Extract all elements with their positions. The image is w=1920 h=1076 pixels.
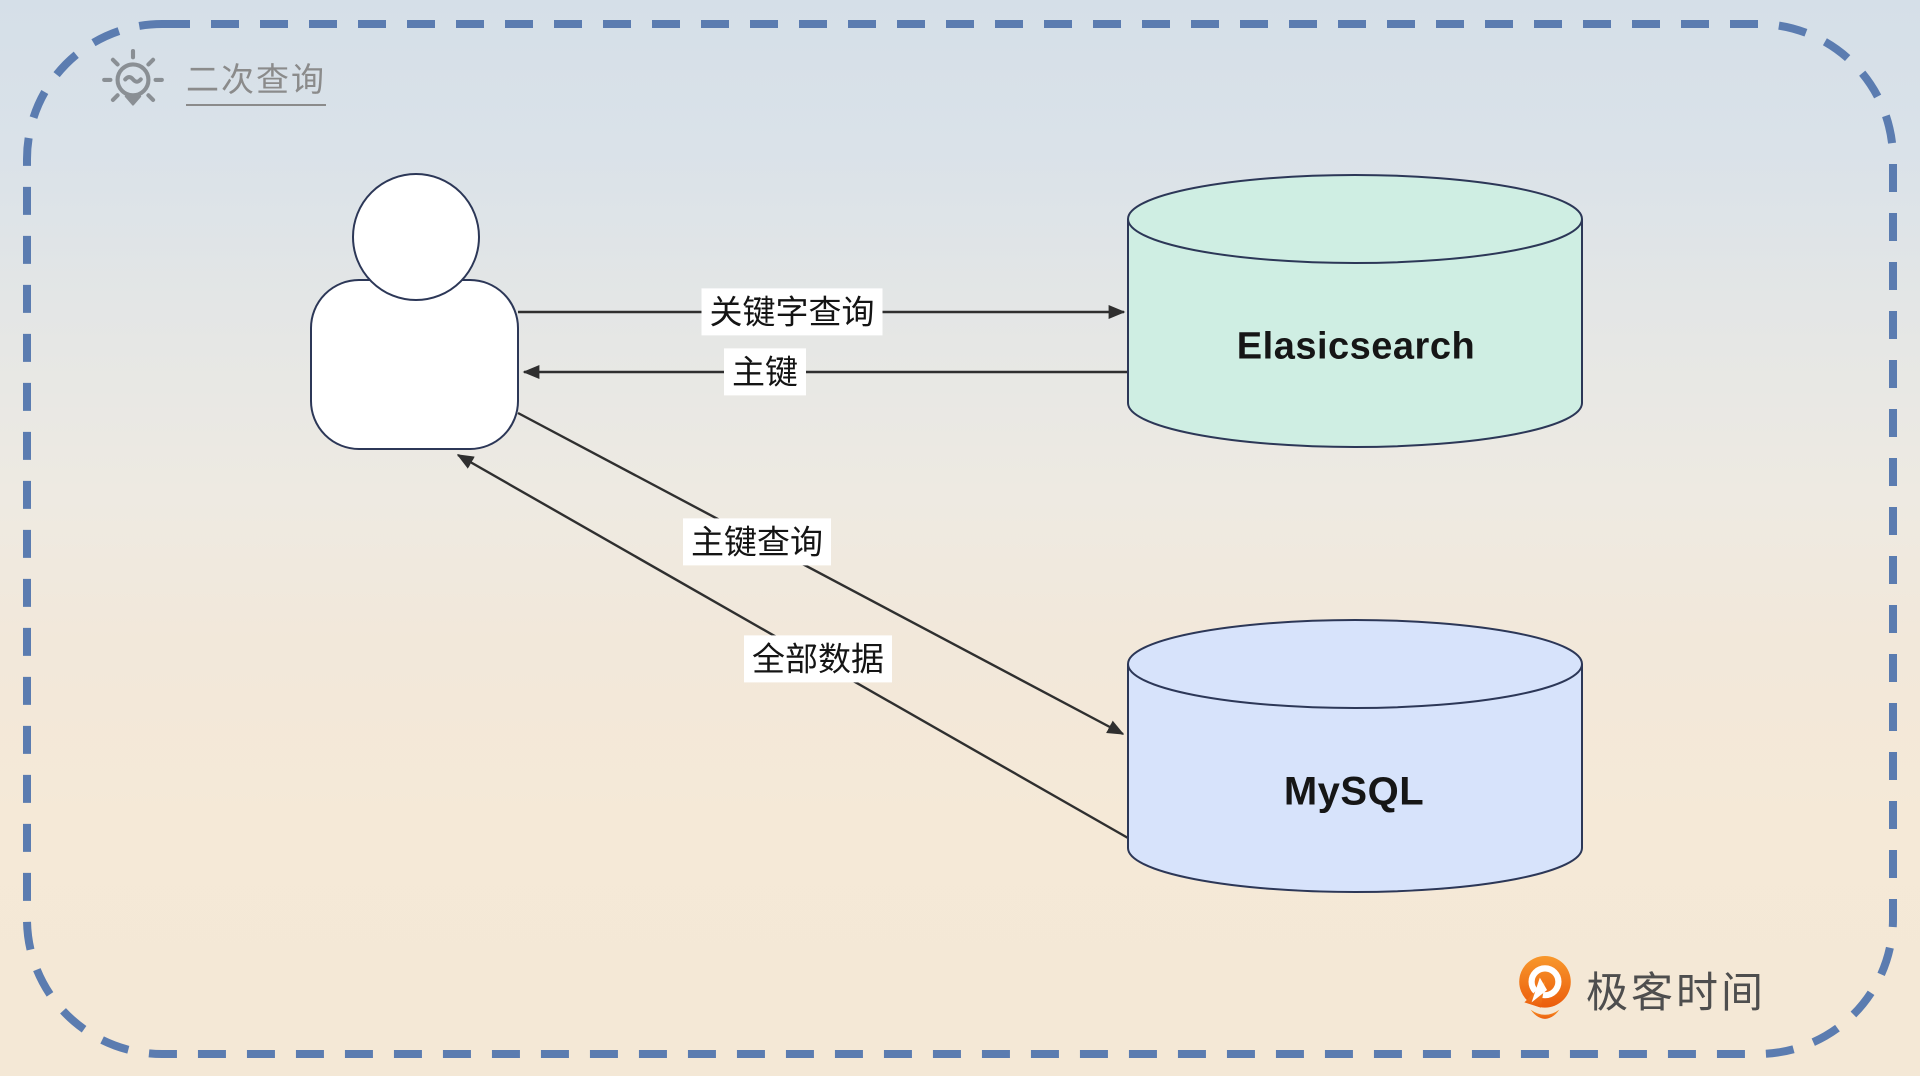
- geektime-logo-text: 极客时间: [1586, 968, 1767, 1016]
- title: 二次查询: [100, 48, 326, 120]
- edge-label-all-data: 全部数据: [744, 635, 892, 683]
- edge-label-primary-key-query: 主键查询: [683, 518, 831, 566]
- arrow-primary-key-query: [517, 411, 1125, 736]
- geektime-logo-icon: [1519, 956, 1571, 1019]
- title-text: 二次查询: [186, 62, 326, 106]
- mysql-label: MySQL: [1283, 769, 1425, 814]
- elasticsearch-cylinder: [1127, 174, 1583, 448]
- lightbulb-icon: [102, 49, 164, 106]
- user-figure: [310, 173, 519, 450]
- geektime-branding: 极客时间: [1518, 956, 1766, 1022]
- user-head: [352, 173, 480, 301]
- dashed-border: [23, 20, 1897, 1058]
- user-body: [310, 279, 519, 450]
- elasticsearch-label: Elasicsearch: [1236, 325, 1476, 368]
- edge-label-keyword-query: 关键字查询: [701, 288, 883, 336]
- edge-label-primary-key: 主键: [724, 348, 806, 396]
- mysql-cylinder: [1127, 619, 1583, 893]
